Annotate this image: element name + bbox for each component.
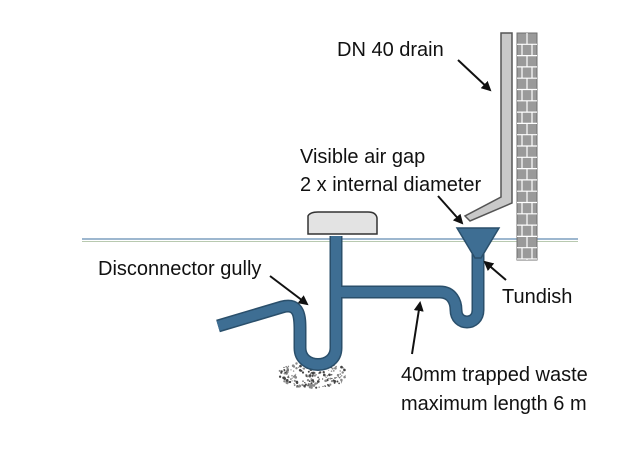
- tundish: [455, 227, 501, 259]
- drain-pipe: [463, 32, 513, 222]
- arrow-waste: [411, 301, 424, 355]
- tundish-label: Tundish: [502, 286, 572, 308]
- brick-wall: [516, 32, 538, 261]
- waste-label-line1: 40mm trapped waste: [401, 364, 588, 386]
- arrow-drain: [457, 59, 492, 92]
- air-gap-label-line1: Visible air gap: [300, 146, 425, 168]
- gully-label: Disconnector gully: [98, 258, 261, 280]
- waste-label-line2: maximum length 6 m: [401, 393, 587, 415]
- arrow-gully: [269, 275, 309, 306]
- arrow-tundish: [483, 260, 507, 281]
- arrow-air-gap: [437, 195, 464, 225]
- gully-cover: [307, 211, 378, 235]
- drain-label: DN 40 drain: [337, 39, 444, 61]
- waste-pipework: [216, 236, 485, 371]
- air-gap-label-line2: 2 x internal diameter: [300, 174, 482, 196]
